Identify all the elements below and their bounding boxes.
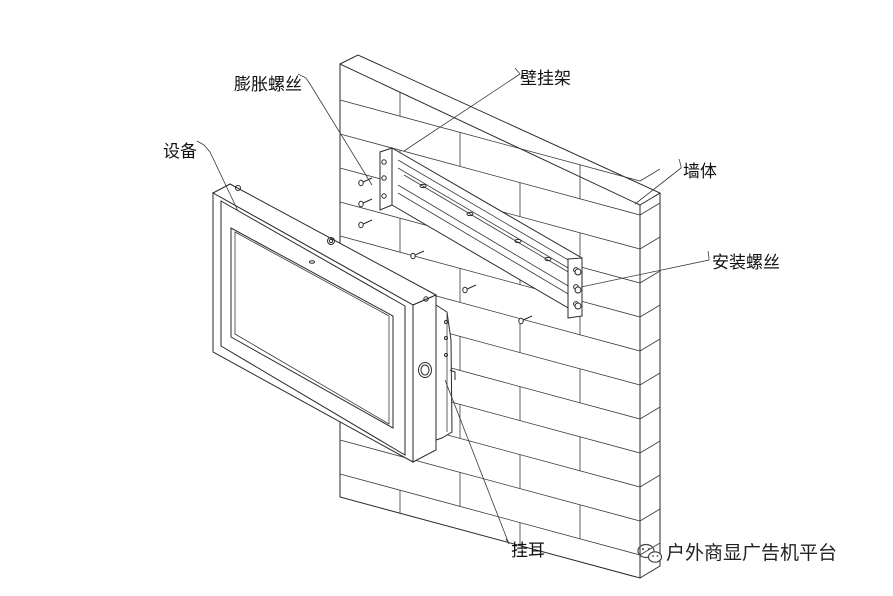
label-wall-bracket: 壁挂架: [520, 69, 571, 89]
wall-mortar-row: [339, 133, 641, 216]
expansion-screw: [518, 315, 533, 325]
expansion-screw: [462, 284, 477, 294]
device-side-face: [412, 294, 437, 463]
label-hanging-ear: 挂耳: [511, 541, 545, 561]
wall-side-row: [639, 236, 661, 250]
mounting-screws: [574, 268, 582, 310]
expansion-screw: [410, 250, 425, 260]
label-wall: 墙体: [683, 162, 717, 182]
hanging-ear: [435, 304, 453, 441]
label-expansion-screw: 膨胀螺丝: [234, 75, 302, 95]
expansion-screw: [358, 198, 373, 208]
wall-top-face: [339, 54, 662, 206]
label-device: 设备: [163, 142, 197, 162]
expansion-screw: [358, 219, 373, 229]
watermark-text: 户外商显广告机平台: [666, 542, 837, 564]
wall-mortar-row: [339, 473, 641, 556]
watermark: 户外商显广告机平台: [637, 542, 837, 564]
wall-side-row: [639, 304, 661, 318]
wall-side-row: [639, 440, 661, 454]
wall-mortar-row: [339, 99, 641, 182]
device-screen: [230, 227, 394, 429]
wall-side-row: [639, 474, 661, 488]
wall-mortar-row: [339, 439, 641, 522]
expansion-screw: [358, 177, 373, 187]
wall-side-row: [639, 406, 661, 420]
leader-lines: [196, 67, 710, 545]
wall-mortar-row: [339, 235, 641, 318]
wall-side-row: [639, 372, 661, 386]
wall-side-row: [639, 202, 661, 216]
wall-side-row: [639, 508, 661, 522]
wall-side-row: [639, 338, 661, 352]
device: [211, 183, 456, 463]
wall-side-row: [639, 270, 661, 284]
wall-mortar-rows: [339, 99, 661, 556]
label-mounting-screw: 安装螺丝: [712, 253, 780, 273]
wechat-icon: [637, 543, 663, 563]
wall-side-face: [639, 193, 661, 579]
wall-bracket: [379, 147, 583, 319]
wall-side-row: [639, 168, 661, 182]
device-front-face: [212, 192, 414, 463]
